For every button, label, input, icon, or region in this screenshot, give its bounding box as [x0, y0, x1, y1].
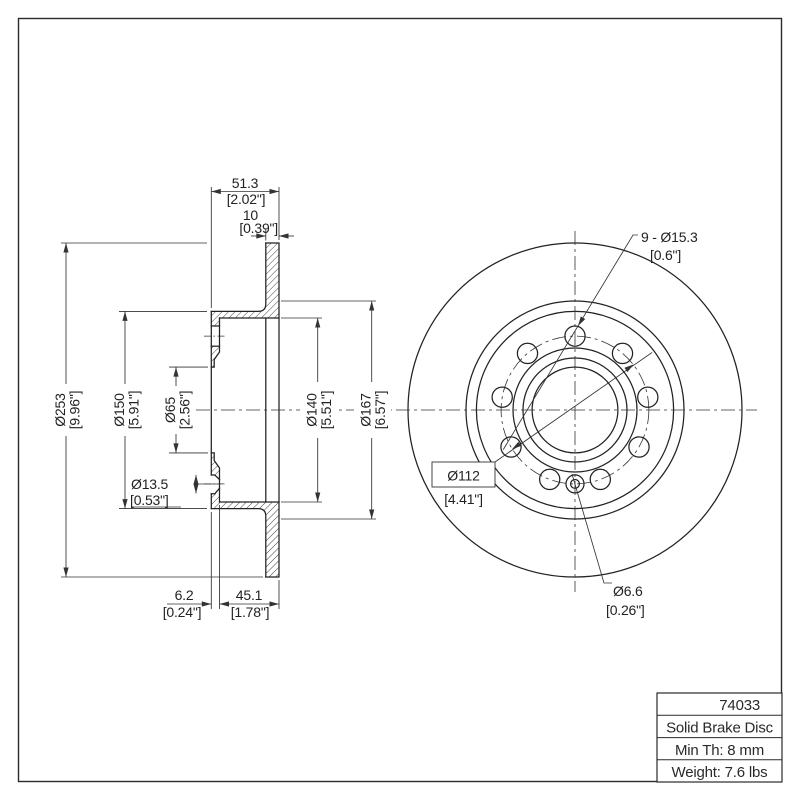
title-description: Solid Brake Disc	[666, 720, 774, 737]
dim-outer-band-inch: [6.57"]	[372, 391, 388, 430]
dim-bolt-circle-inch: [4.41"]	[444, 491, 483, 507]
dim-bolt-circle-mm: Ø112	[447, 468, 480, 484]
dim-bore-diameter-mm: Ø65	[162, 397, 178, 423]
section-hatch-bottom	[211, 502, 279, 577]
section-hatch-top	[211, 243, 279, 318]
center-lines	[196, 231, 757, 592]
dim-inset-depth-inch: [1.78"]	[231, 604, 270, 620]
dim-wall-thickness-mm: 6.2	[175, 587, 194, 603]
dim-countersink-mm: Ø13.5	[131, 476, 169, 492]
dim-set-screw-inch: [0.26"]	[606, 602, 645, 618]
dim-plate-thickness-mm: 10	[243, 207, 259, 223]
dim-outer-band-mm: Ø167	[358, 393, 374, 427]
dimension-annotations	[61, 187, 653, 609]
dim-inner-band-inch: [5.51"]	[318, 391, 334, 430]
title-weight: Weight: 7.6 lbs	[672, 764, 768, 781]
dim-inner-band-mm: Ø140	[304, 393, 320, 427]
title-part-number: 74033	[719, 697, 760, 714]
dimension-texts: 51.3 [2.02"] 10 [0.39"] Ø253 [9.96"] Ø15…	[52, 175, 698, 620]
dim-bore-diameter-inch: [2.56"]	[177, 391, 193, 430]
bolt-circle-leader	[494, 352, 653, 463]
dim-hat-width-inch: [2.02"]	[227, 191, 266, 207]
dim-bolt-holes-mm: 9 - Ø15.3	[641, 229, 698, 245]
hub-step-circle	[512, 347, 638, 473]
set-screw-leader	[571, 473, 612, 584]
bolt-holes-leader	[502, 234, 638, 450]
bolt-circle-dim-box	[431, 461, 496, 488]
side-view-section	[204, 242, 280, 578]
dim-outer-diameter-mm: Ø253	[52, 393, 68, 427]
title-block: 74033 Solid Brake Disc Min Th: 8 mm Weig…	[656, 692, 783, 783]
dim-hat-diameter-mm: Ø150	[111, 393, 127, 427]
dim-inset-depth-mm: 45.1	[236, 587, 263, 603]
dim-bolt-holes-inch: [0.6"]	[650, 247, 681, 263]
page-border	[17, 17, 783, 783]
dim-set-screw-mm: Ø6.6	[613, 583, 643, 599]
dim-hat-width-mm: 51.3	[232, 175, 259, 191]
text-backers	[56, 382, 391, 438]
dim-plate-thickness-inch: [0.39"]	[239, 220, 278, 236]
dim-wall-thickness-inch: [0.24"]	[163, 604, 202, 620]
dim-countersink-inch: [0.53"]	[130, 492, 169, 508]
title-min-thickness: Min Th: 8 mm	[675, 742, 764, 759]
dim-hat-diameter-inch: [5.91"]	[126, 391, 142, 430]
dim-outer-diameter-inch: [9.96"]	[67, 391, 83, 430]
